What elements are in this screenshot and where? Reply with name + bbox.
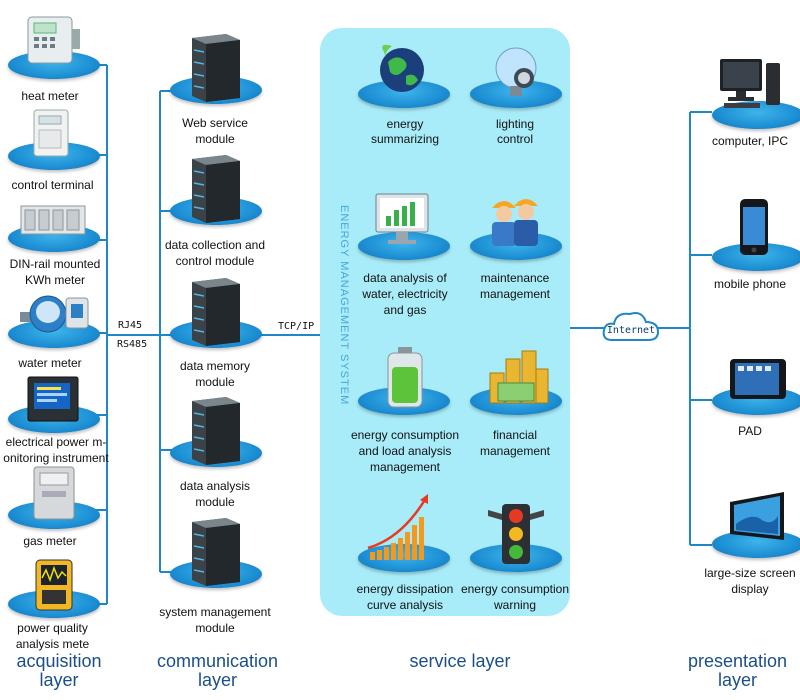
energy-consumption-analysis-label-line3: management: [369, 460, 441, 474]
data-analysis-service-label-line1: data analysis of: [363, 271, 447, 285]
light-bulb-icon: [495, 47, 537, 96]
web-service-module-label-line2: module: [195, 132, 235, 146]
power-monitor-icon: [27, 376, 79, 422]
power-monitor-label-line1: electrical power m-: [5, 435, 107, 449]
maintenance-management-label-line2: management: [479, 287, 551, 301]
workers-icon: [492, 199, 538, 246]
power-quality-icon: [35, 559, 73, 611]
data-memory-module-label-line1: data memory: [179, 359, 251, 373]
acquisition-layer-title-line2: layer: [39, 670, 79, 690]
din-rail-meter-icon: [20, 205, 86, 235]
financial-management-label-line1: financial: [492, 428, 538, 442]
lighting-control-label-line1: lighting: [495, 117, 535, 131]
server-icon: [192, 397, 240, 465]
rising-chart-icon: [367, 494, 428, 560]
globe-icon: [380, 44, 424, 92]
lighting-control-label-line2: control: [496, 132, 534, 146]
large-screen-label-line1: large-size screen: [704, 566, 796, 580]
server-icon: [192, 518, 240, 586]
energy-warning-label-line1: energy consumption: [460, 582, 570, 596]
communication-layer-title-line2: layer: [197, 670, 237, 690]
maintenance-management-label-line1: maintenance: [480, 271, 550, 285]
web-service-module-label-line1: Web service: [182, 116, 248, 130]
mobile-phone-icon: [740, 199, 768, 255]
large-screen-icon: [730, 492, 784, 540]
presentation-layer-title-line1: presentation: [687, 651, 788, 671]
gas-meter-label: gas meter: [23, 534, 77, 548]
server-icon: [192, 278, 240, 346]
din-rail-meter-label-line1: DIN-rail mounted: [9, 257, 101, 271]
coins-icon: [489, 350, 549, 404]
data-collection-module-label-line1: data collection and: [164, 238, 266, 252]
internet-cloud-icon: [602, 312, 660, 341]
tcpip-label: TCP/IP: [278, 321, 315, 332]
system-management-module-label-line2: module: [195, 621, 235, 635]
financial-management-label-line2: management: [479, 444, 551, 458]
system-management-module-label-line1: system management: [159, 605, 271, 619]
power-quality-label-line1: power quality: [17, 621, 88, 635]
battery-icon: [387, 347, 423, 408]
din-rail-meter-label-line2: KWh meter: [24, 273, 85, 287]
energy-warning-label-line2: warning: [493, 598, 537, 612]
server-icon: [192, 155, 240, 223]
heat-meter-label: heat meter: [21, 89, 79, 103]
energy-summarizing-label-line2: summarizing: [370, 132, 439, 146]
data-analysis-module-label-line1: data analysis: [179, 479, 251, 493]
control-terminal-label: control terminal: [11, 178, 94, 192]
tablet-icon: [730, 359, 786, 399]
mobile-phone-label: mobile phone: [713, 277, 787, 291]
gas-meter-icon: [33, 466, 75, 520]
communication-layer-title-line1: communication: [156, 651, 279, 671]
water-meter-icon: [20, 295, 89, 333]
large-screen-label-line2: display: [731, 582, 769, 596]
energy-summarizing-label-line1: energy: [386, 117, 424, 131]
rj45-label: RJ45: [118, 320, 143, 331]
heat-meter-icon: [27, 16, 80, 64]
data-analysis-service-label-line2: water, electricity: [362, 287, 448, 301]
traffic-light-icon: [488, 504, 544, 564]
data-memory-module-label-line2: module: [195, 375, 235, 389]
presentation-layer-title-line2: layer: [717, 670, 757, 690]
pad-label: PAD: [738, 424, 762, 438]
service-layer-title: service layer: [409, 651, 511, 671]
water-meter-label: water meter: [18, 356, 82, 370]
acquisition-layer-title-line1: acquisition: [16, 651, 102, 671]
energy-consumption-analysis-label-line2: and load analysis: [358, 444, 452, 458]
power-quality-label-line2: analysis mete: [15, 637, 90, 651]
energy-consumption-analysis-label-line1: energy consumption: [350, 428, 460, 442]
computer-icon: [720, 59, 780, 108]
server-icon: [192, 34, 240, 102]
internet-label: Internet: [606, 325, 656, 336]
computer-label: computer, IPC: [711, 134, 789, 148]
energy-dissipation-label-line2: curve analysis: [366, 598, 444, 612]
control-terminal-icon: [33, 109, 69, 157]
data-analysis-service-label-line3: and gas: [383, 303, 427, 317]
power-monitor-label-line2: onitoring instrument: [3, 451, 109, 465]
monitor-chart-icon: [375, 193, 429, 244]
rs485-label: RS485: [117, 339, 148, 350]
energy-dissipation-label-line1: energy dissipation: [356, 582, 454, 596]
data-analysis-module-label-line2: module: [195, 495, 235, 509]
data-collection-module-label-line2: control module: [175, 254, 255, 268]
energy-management-system-label: ENERGY MANAGEMENT SYSTEM: [338, 205, 350, 406]
